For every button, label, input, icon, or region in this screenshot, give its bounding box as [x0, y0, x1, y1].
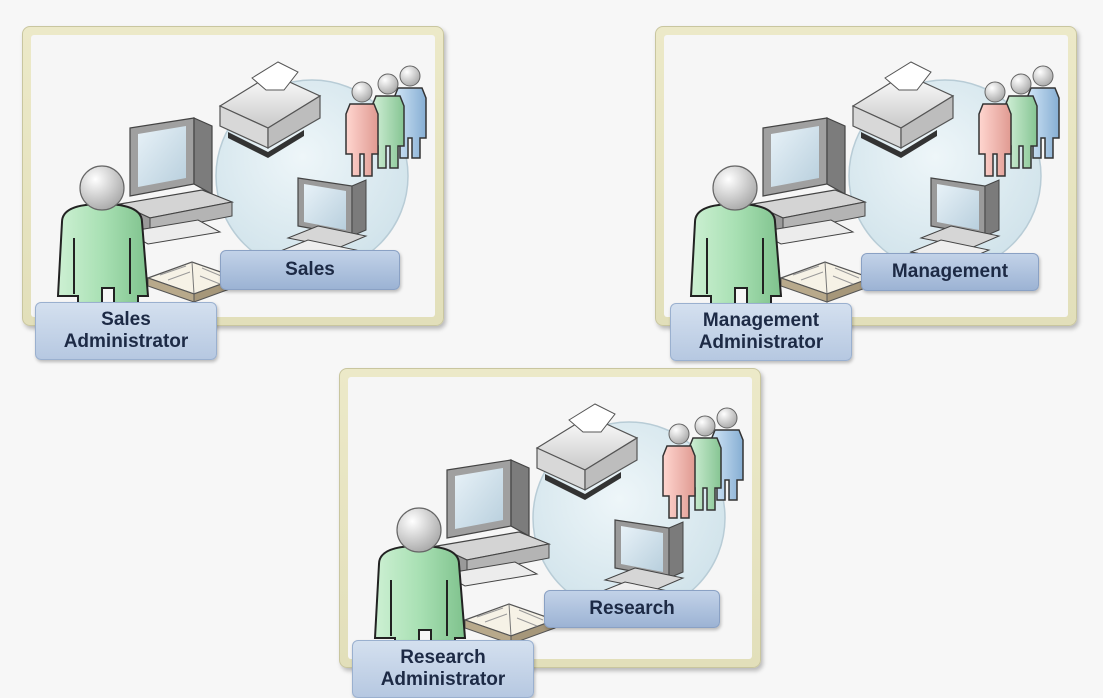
panel-sales: Sales — [22, 26, 444, 326]
admin-label-sales: Sales Administrator — [35, 302, 217, 360]
group-label-management: Management — [861, 253, 1039, 291]
group-label-research: Research — [544, 590, 720, 628]
admin-label-management: Management Administrator — [670, 303, 852, 361]
panel-management: Management — [655, 26, 1077, 326]
admin-label-research: Research Administrator — [352, 640, 534, 698]
group-label-sales: Sales — [220, 250, 400, 290]
panel-research: Research — [339, 368, 761, 668]
